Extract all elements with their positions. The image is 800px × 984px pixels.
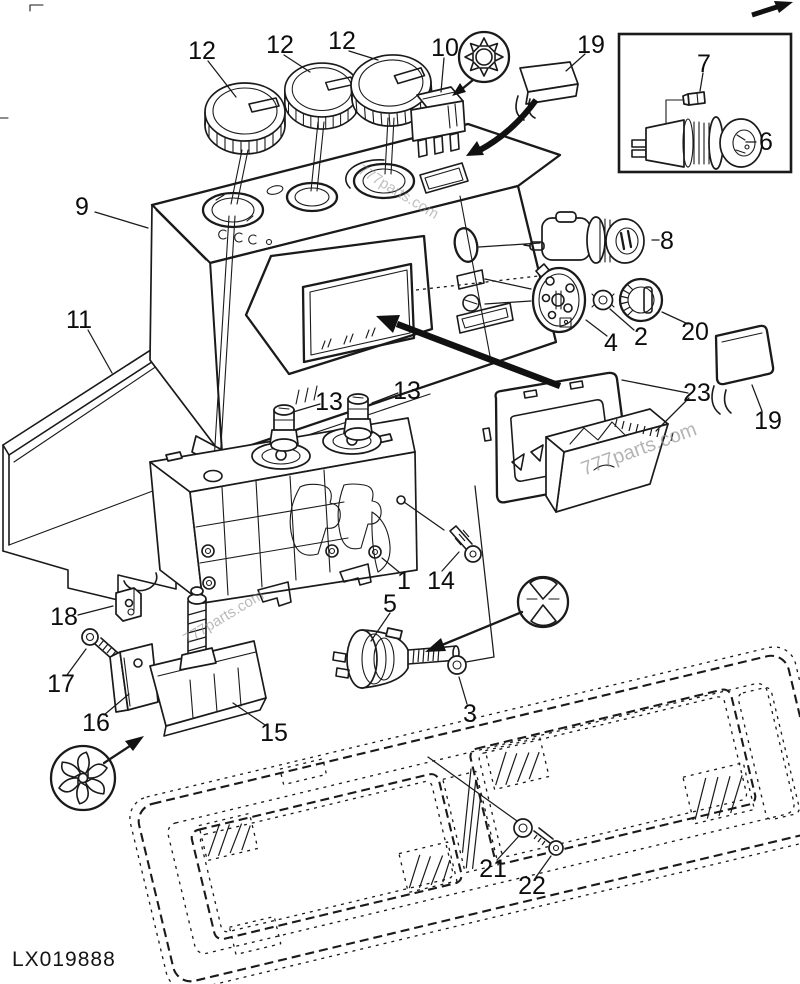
callout-12: 12 — [328, 27, 356, 55]
callout-16: 16 — [82, 709, 110, 737]
part-8-lighter-socket — [523, 211, 645, 264]
part-5-light-switch — [332, 627, 460, 689]
callout-13: 13 — [393, 377, 421, 405]
install-arrow-main — [376, 315, 562, 390]
callout-14: 14 — [427, 567, 455, 595]
callout-19: 19 — [577, 31, 605, 59]
callout-5: 5 — [383, 590, 397, 618]
scan-marks — [0, 4, 44, 119]
callout-15: 15 — [260, 719, 288, 747]
part-22-screw — [533, 827, 564, 856]
part-4-switch-plate — [531, 263, 587, 334]
callout-12: 12 — [266, 31, 294, 59]
wiper-symbol-icon — [425, 575, 570, 652]
callout-1: 1 — [397, 567, 411, 595]
callout-8: 8 — [660, 227, 674, 255]
callout-2: 2 — [634, 323, 648, 351]
callout-6: 6 — [759, 128, 773, 156]
part-19-cover-top — [515, 61, 579, 121]
part-2-nut — [591, 289, 615, 311]
console-side-cutouts — [453, 227, 514, 334]
callout-21: 21 — [479, 855, 507, 883]
callout-7: 7 — [697, 50, 711, 78]
part-13-bulb-holder-left — [269, 385, 318, 452]
callout-10: 10 — [431, 34, 459, 62]
callout-11: 11 — [66, 306, 92, 334]
knob-hole-left — [201, 191, 265, 229]
callout-4: 4 — [604, 329, 618, 357]
callout-17: 17 — [47, 670, 75, 698]
callout-3: 3 — [463, 700, 477, 728]
part-21-washer — [427, 756, 533, 838]
leader-lines — [66, 50, 763, 878]
part-14-screw — [403, 501, 482, 563]
part-20-cap — [618, 277, 664, 323]
part-7-bulb — [665, 91, 706, 137]
light-symbol-icon — [452, 30, 511, 96]
part-13-bulb-holder-right — [343, 393, 373, 441]
callout-18: 18 — [50, 603, 78, 631]
callout-22: 22 — [518, 872, 546, 900]
part-19-cover-right — [711, 324, 775, 415]
part-10-rocker-switch — [410, 86, 466, 158]
part-6-lighter-element — [631, 116, 763, 170]
callout-20: 20 — [681, 318, 709, 346]
inset-detail-box — [617, 32, 793, 174]
part-16-bracket — [109, 643, 159, 713]
knob-hole-right — [345, 159, 416, 200]
knob-stems — [212, 117, 395, 479]
callout-23: 23 — [683, 379, 711, 407]
corner-arrow — [751, 1, 793, 18]
callout-9: 9 — [75, 193, 89, 221]
fan-symbol-icon — [49, 736, 144, 812]
part-12-knob-middle — [284, 62, 360, 130]
part-18-clip — [115, 587, 142, 622]
part-12-knob-left — [204, 82, 286, 155]
callout-13: 13 — [315, 388, 343, 416]
callout-19: 19 — [754, 407, 782, 435]
part-17-screw — [81, 628, 119, 660]
callout-12: 12 — [188, 37, 216, 65]
knob-hole-middle — [285, 181, 339, 213]
install-arrow-curved — [466, 98, 539, 156]
part-23-ashtray — [545, 408, 674, 513]
part-code: LX019888 — [12, 948, 116, 971]
part-3-nut — [447, 655, 467, 675]
part-15-support — [149, 586, 267, 737]
